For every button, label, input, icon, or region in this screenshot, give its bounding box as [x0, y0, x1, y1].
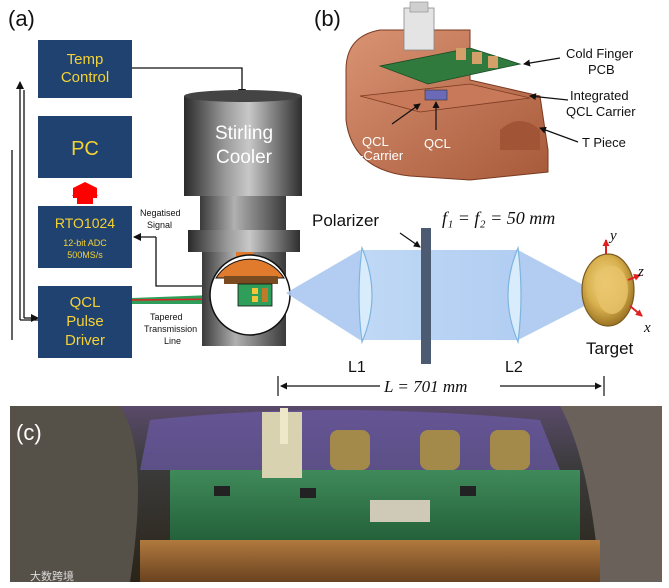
focal-length-label: f₁ = f₂ = 50 mm: [442, 208, 555, 228]
negatised-label-1: Negatised: [140, 208, 181, 218]
t-piece-pointer: [539, 126, 579, 143]
temp-control-box: [38, 40, 132, 98]
cooler-window: [209, 254, 291, 336]
lens-l2-label: L2: [505, 359, 523, 376]
lens-l1: [358, 245, 373, 345]
panel-b-label: (b): [314, 6, 341, 31]
rto1024-sub-1: 12-bit ADC: [63, 238, 107, 248]
qcl-mount-render: [345, 1, 549, 181]
cooler-label-1: Stirling: [215, 123, 273, 144]
control-wiring: [11, 67, 246, 340]
target-label: Target: [586, 339, 634, 358]
pulse-driver-line-1: QCL: [70, 294, 101, 311]
axis-y-label: y: [608, 228, 617, 244]
integrated-label-1: Integrated: [570, 88, 629, 103]
axis-z-label: z: [637, 264, 644, 280]
tapered-label-3: Line: [164, 336, 181, 346]
pc-box: [38, 116, 132, 178]
axis-x-label: x: [643, 320, 651, 336]
pulse-driver-line-3: Driver: [65, 332, 105, 349]
cold-finger-label-1: Cold Finger: [566, 46, 634, 61]
lens-l2: [507, 245, 522, 345]
length-dimension: [277, 376, 605, 396]
pc-label: PC: [71, 138, 99, 160]
cold-finger-pointer: [523, 57, 561, 67]
integrated-label-2: QCL Carrier: [566, 104, 636, 119]
qcl-pulse-driver-box: [38, 286, 132, 358]
rto1024-label: RTO1024: [55, 215, 115, 231]
qcl-sub-label-1: QCL: [362, 134, 389, 149]
polarizer-pointer: [399, 232, 421, 248]
pulse-driver-line-2: Pulse: [66, 313, 104, 330]
integrated-carrier-pointer: [529, 93, 569, 101]
watermark-text: 大数跨境: [30, 569, 74, 583]
negatised-label-2: Signal: [147, 220, 172, 230]
panel-c-label: (c): [16, 420, 42, 445]
cold-finger-label-2: PCB: [588, 62, 615, 77]
temp-control-line-2: Control: [61, 69, 109, 86]
polarizer-label: Polarizer: [312, 211, 379, 230]
rto1024-sub-2: 500MS/s: [67, 250, 103, 260]
data-transfer-arrow-head: [72, 183, 98, 196]
lens-l1-label: L1: [348, 359, 366, 376]
cooler-label-2: Cooler: [216, 147, 273, 168]
axis-z-arrow: [627, 274, 641, 281]
panel-a-label: (a): [8, 6, 35, 31]
t-piece-label: T Piece: [582, 135, 626, 150]
polarizer-plate: [421, 228, 431, 364]
converging-beam: [518, 250, 604, 340]
rto1024-box: [38, 206, 132, 268]
length-label: L = 701 mm: [383, 377, 467, 396]
axis-x-arrow: [629, 305, 643, 317]
target-coin: [581, 253, 635, 327]
qcl-sub-pointer: [391, 103, 421, 125]
tapered-label-2: Transmission: [144, 324, 197, 334]
collimated-beam: [360, 250, 518, 340]
tapered-label-1: Tapered: [150, 312, 183, 322]
temp-control-line-1: Temp: [67, 51, 104, 68]
data-transfer-arrow-stem: [77, 194, 93, 204]
cryostat-photo: [10, 406, 662, 582]
diverging-beam: [286, 250, 360, 340]
qcl-sub-label-2: Sub-Carrier: [336, 148, 404, 163]
qcl-label: QCL: [424, 136, 451, 151]
